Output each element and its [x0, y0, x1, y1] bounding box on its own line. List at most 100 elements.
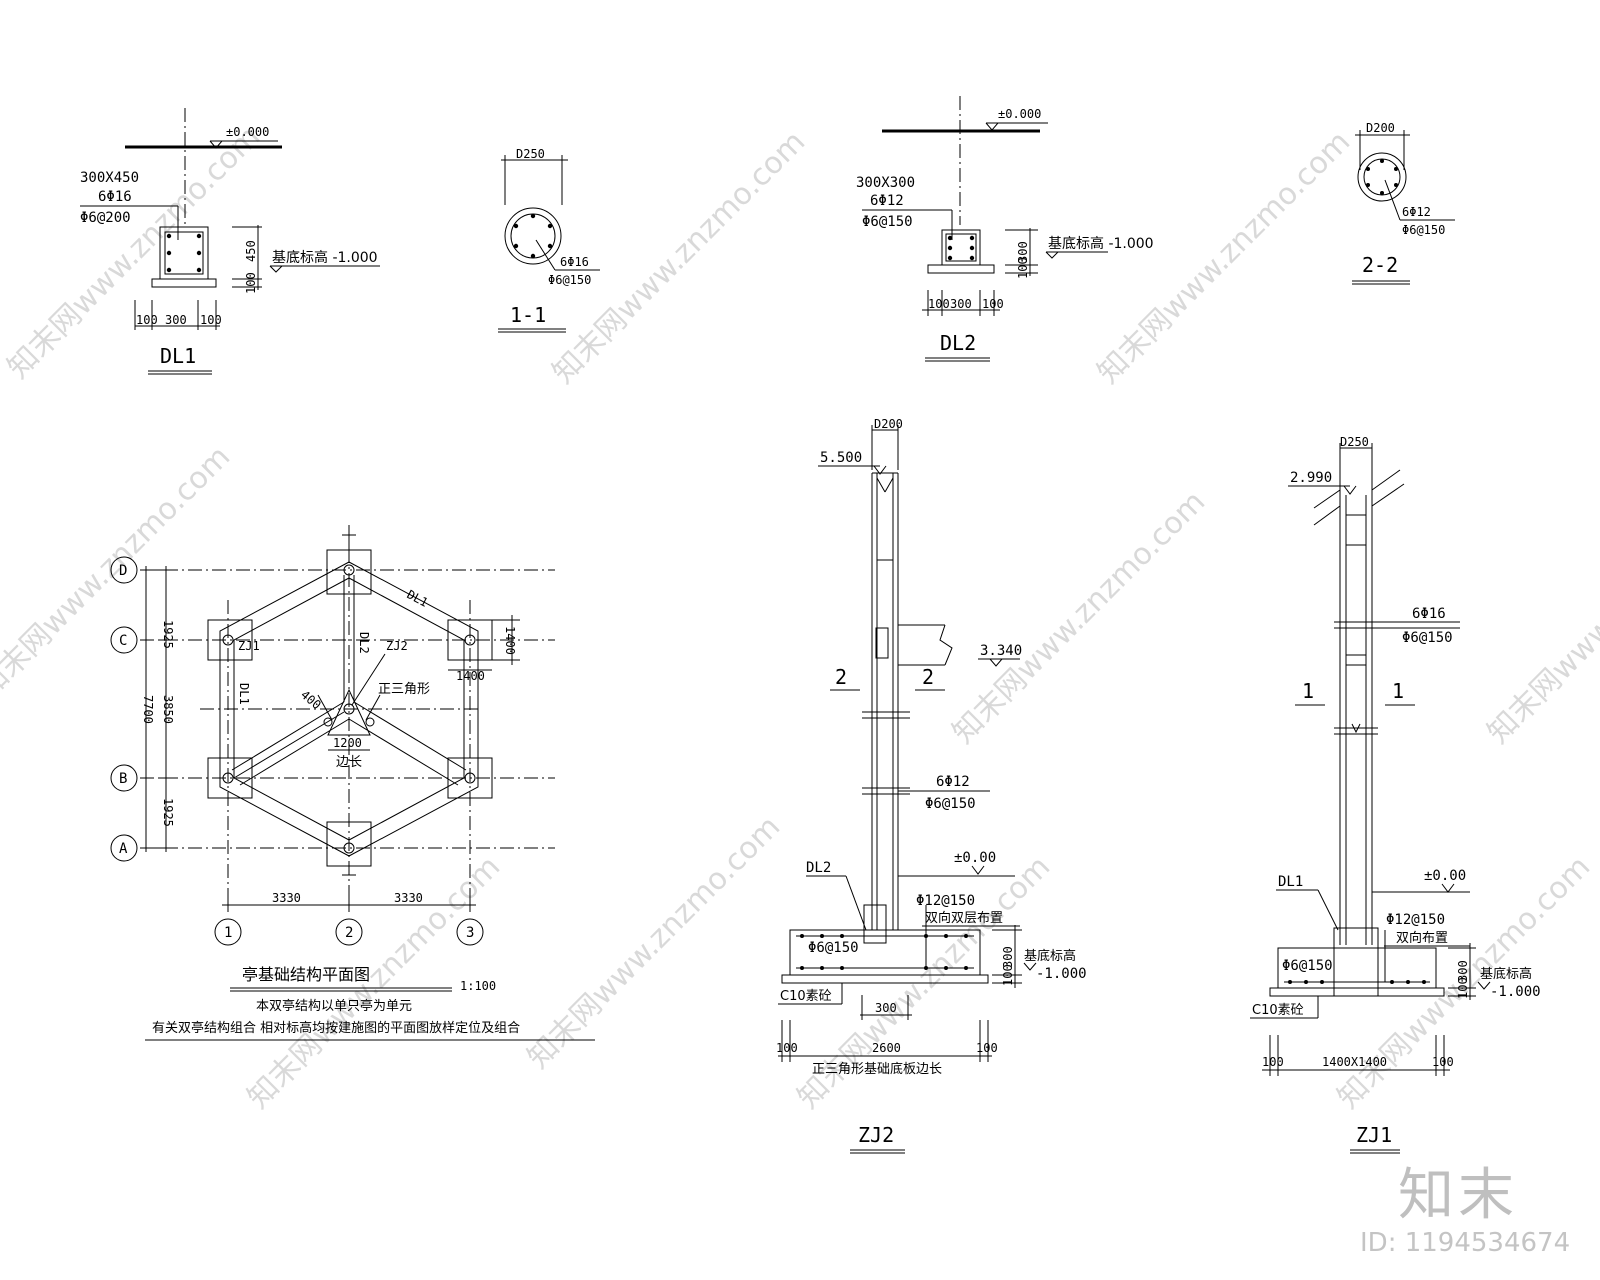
plan-dim-bottom: 3330	[272, 891, 301, 905]
plan-beam-dl1-v: DL1	[237, 683, 251, 705]
zj2-dim-w: 100	[976, 1041, 998, 1055]
dl1-elevation: ±0.000	[226, 125, 269, 139]
dl1-size: 300X450	[80, 170, 139, 186]
sec22-rebar-main: 6Φ12	[1402, 205, 1431, 219]
zj1-base-elev-label: 基底标高	[1480, 966, 1532, 982]
zj2-base-elev-label: 基底标高	[1024, 948, 1076, 964]
watermark-text: 知末网www.znzmo.com	[1481, 484, 1600, 750]
sec11-rebar-stirrup: Φ6@150	[548, 273, 591, 287]
zj2-base-elev-value: -1.000	[1036, 966, 1087, 982]
zj2-rebar-stirrup: Φ6@150	[925, 796, 976, 812]
zj2-diameter: D200	[874, 417, 903, 431]
brand-logo: 知末	[1398, 1163, 1518, 1228]
zj1-base-elev-value: -1.000	[1490, 984, 1541, 1000]
plan-scale: 1:100	[460, 979, 496, 993]
pad-c1	[207, 619, 253, 661]
axis-label-row: C	[119, 633, 127, 649]
dl1-rebar-stirrup: Φ6@200	[80, 210, 131, 226]
dl1-rebar-main: 6Φ16	[98, 189, 132, 205]
zj2-zero-elevation: ±0.00	[954, 850, 996, 866]
dl1-dim-base: 100	[244, 272, 258, 294]
image-id-label: ID: 1194534674	[1360, 1228, 1571, 1258]
dl2-title: DL2	[940, 331, 976, 355]
zj2-slab-rebar: Φ12@150	[916, 893, 975, 909]
sec22-diameter: D200	[1366, 121, 1395, 135]
section-1-1: D250 6Φ16 Φ6@150 1-1	[498, 147, 600, 333]
axis-label-col: 2	[345, 925, 353, 941]
section-2-2: D200 6Φ12 Φ6@150 2-2	[1352, 121, 1455, 285]
zj1-c10: C10素砼	[1252, 1003, 1304, 1018]
zj1-beam-label: DL1	[1278, 874, 1303, 890]
plan-dim-bottom: 3330	[394, 891, 423, 905]
dl1-title: DL1	[160, 344, 196, 368]
watermark-text: 知末网www.znzmo.com	[521, 809, 787, 1075]
dl2-rebar-stirrup: Φ6@150	[862, 214, 913, 230]
zj2-mid-elevation: 3.340	[980, 643, 1022, 659]
zj1-rebar-main: 6Φ16	[1412, 606, 1446, 622]
plan-edge-length: 边长	[336, 755, 362, 770]
zj2-dim-300: 300	[875, 1001, 897, 1015]
zj2-rebar-main: 6Φ12	[936, 774, 970, 790]
zj1-dim-base: 100	[1456, 977, 1470, 999]
zj1-dim-height: 300	[1456, 960, 1470, 982]
plan-dim-left: 1925	[161, 620, 175, 649]
zj1-dim-w: 100	[1262, 1055, 1284, 1069]
zj1-title: ZJ1	[1356, 1123, 1392, 1147]
sec11-rebar-main: 6Φ16	[560, 255, 589, 269]
zj1-slab-note: 双向布置	[1396, 930, 1448, 946]
plan-col-zj2: ZJ2	[386, 639, 408, 653]
foundation-plan: D C B A 1 2 3 1925 3850 1925 7700 3330 3…	[110, 525, 595, 1041]
axis-label-row: A	[119, 841, 128, 857]
zj1-slab-rebar: Φ12@150	[1386, 912, 1445, 928]
zj2-title: ZJ2	[858, 1123, 894, 1147]
dl1-dim-w: 100	[200, 313, 222, 327]
zj2-section-mark: 2	[835, 665, 847, 689]
zj2-beam-label: DL2	[806, 860, 831, 876]
plan-note-1: 本双亭结构以单只亭为单元	[256, 998, 412, 1014]
sec22-rebar-stirrup: Φ6@150	[1402, 223, 1445, 237]
zj1-rebar-stirrup: Φ6@150	[1402, 630, 1453, 646]
plan-dim-left: 3850	[161, 695, 175, 724]
watermark-text: 知末网www.znzmo.com	[1091, 124, 1357, 390]
plan-dim-total: 7700	[141, 695, 155, 724]
plan-beam-dl2: DL2	[357, 632, 371, 654]
plan-beam-dl1: DL1	[405, 587, 431, 610]
dl2-beam-section	[941, 229, 981, 266]
zj2-dim-w: 100	[776, 1041, 798, 1055]
dl2-dim-height: 300	[1016, 241, 1030, 263]
zj1-section-mark: 1	[1392, 679, 1404, 703]
dl1-detail: ±0.000 300X450 6Φ16 Φ6@200 450 100 基底标高 …	[80, 108, 380, 375]
dl1-dim-w: 300	[165, 313, 187, 327]
dl2-rebar-main: 6Φ12	[870, 193, 904, 209]
zj1-stirrup-base: Φ6@150	[1282, 958, 1333, 974]
dl2-base-elevation: 基底标高 -1.000	[1048, 235, 1154, 252]
zj2-dim-w: 2600	[872, 1041, 901, 1055]
zj2-c10: C10素砼	[780, 989, 832, 1004]
watermark-text: 知末网www.znzmo.com	[1, 119, 267, 385]
plan-pad-dim: 1400	[503, 626, 517, 655]
axis-label-row: B	[119, 771, 127, 787]
axis-label-row: D	[119, 563, 127, 579]
zj2-detail: D200 5.500 3.340 2 2 6Φ12 Φ6@150	[776, 417, 1087, 1154]
dl2-dim-base: 100	[1016, 257, 1030, 279]
zj1-dim-w: 1400X1400	[1322, 1055, 1387, 1069]
sec11-diameter: D250	[516, 147, 545, 161]
axis-label-col: 1	[224, 925, 232, 941]
dl2-dim-w: 300	[950, 297, 972, 311]
dl1-base-elevation: 基底标高 -1.000	[272, 249, 378, 266]
zj2-dim-height: 300	[1001, 946, 1015, 968]
plan-note-2: 有关双亭结构组合 相对标高均按建施图的平面图放样定位及组合	[152, 1020, 520, 1036]
pad-c3	[447, 619, 493, 661]
zj2-stirrup-base: Φ6@150	[808, 940, 859, 956]
sec11-title: 1-1	[510, 303, 546, 327]
watermark-text: 知末网www.znzmo.com	[946, 484, 1212, 750]
zj2-top-elevation: 5.500	[820, 450, 862, 466]
zj2-base-note: 正三角形基础底板边长	[812, 1061, 942, 1077]
zj1-zero-elevation: ±0.00	[1424, 868, 1466, 884]
zj1-top-elevation: 2.990	[1290, 470, 1332, 486]
zj2-dim-base: 100	[1001, 964, 1015, 986]
watermarks: 知末网www.znzmo.com 知末网www.znzmo.com 知末网www…	[0, 119, 1600, 1115]
dl2-dim-w: 100	[928, 297, 950, 311]
zj1-detail: D250 2.990 6Φ16 Φ6@150 1 1 ±0.00	[1250, 435, 1541, 1154]
